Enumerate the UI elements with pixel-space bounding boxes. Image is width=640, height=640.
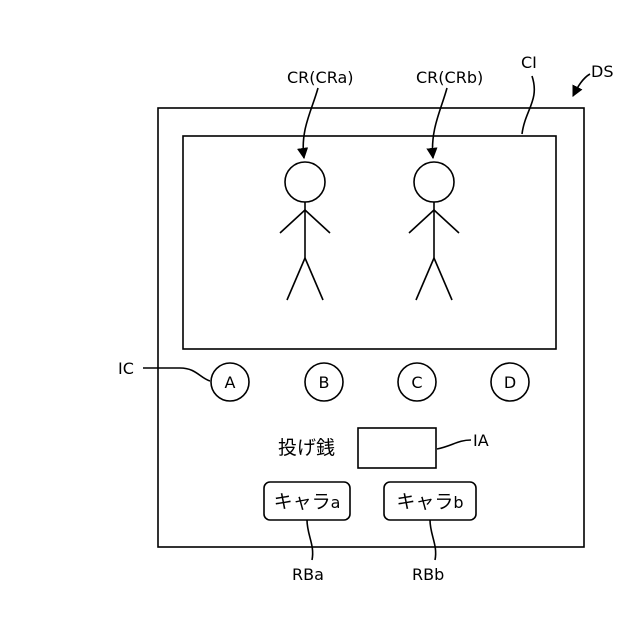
choice-button-d[interactable]: D bbox=[491, 363, 529, 401]
leader-ci bbox=[522, 76, 534, 134]
leader-rba bbox=[307, 520, 313, 560]
svg-text:D: D bbox=[504, 373, 516, 392]
label-rbb: RBb bbox=[412, 565, 444, 584]
label-cr-b: CR(CRb) bbox=[416, 68, 483, 87]
label-cr-a: CR(CRa) bbox=[287, 68, 354, 87]
character-figure-b bbox=[409, 162, 459, 300]
leader-cr-b bbox=[432, 88, 447, 158]
leader-ds bbox=[573, 74, 590, 96]
svg-text:キャラa: キャラa bbox=[274, 491, 341, 513]
content-image-area bbox=[183, 136, 556, 349]
label-ia: IA bbox=[473, 431, 489, 450]
character-button-a[interactable]: キャラa bbox=[264, 482, 350, 520]
svg-text:A: A bbox=[225, 373, 236, 392]
choice-button-b[interactable]: B bbox=[305, 363, 343, 401]
svg-text:キャラb: キャラb bbox=[396, 491, 463, 513]
label-ds: DS bbox=[591, 62, 613, 81]
svg-text:B: B bbox=[319, 373, 330, 392]
character-button-b[interactable]: キャラb bbox=[384, 482, 476, 520]
leader-ia bbox=[437, 440, 471, 449]
leader-cr-a bbox=[303, 88, 318, 158]
character-figure-a bbox=[280, 162, 330, 300]
tip-label: 投げ銭 bbox=[278, 437, 335, 459]
leader-rbb bbox=[430, 520, 436, 560]
choice-button-a[interactable]: A bbox=[211, 363, 249, 401]
choice-button-c[interactable]: C bbox=[398, 363, 436, 401]
label-ic: IC bbox=[118, 359, 134, 378]
tip-input-area[interactable] bbox=[358, 428, 436, 468]
device-frame bbox=[158, 108, 584, 547]
label-ci: CI bbox=[521, 53, 537, 72]
svg-text:C: C bbox=[411, 373, 422, 392]
label-rba: RBa bbox=[292, 565, 324, 584]
leader-ic bbox=[143, 368, 210, 381]
